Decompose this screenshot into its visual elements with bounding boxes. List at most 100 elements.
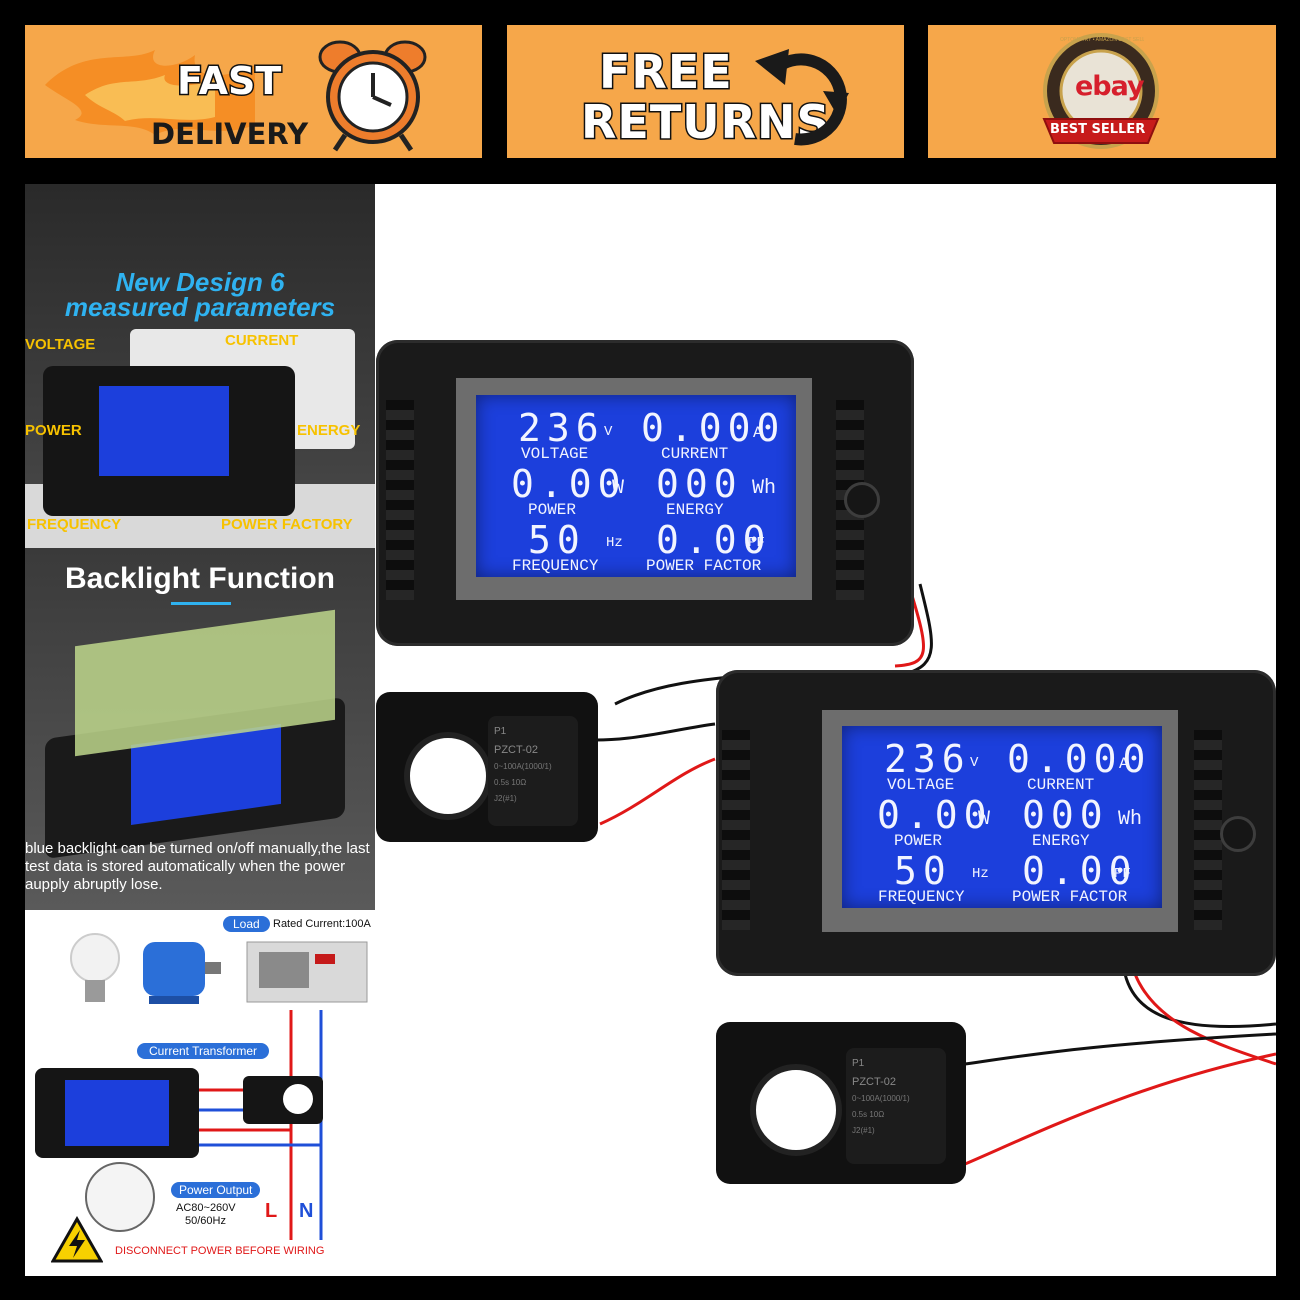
- line-n-label: N: [299, 1200, 314, 1222]
- ct-label-panel: P1 PZCT-02 0~100A(1000/1) 0.5s 10Ω J2(#1…: [488, 716, 578, 826]
- ebay-best-seller-banner: ebay BEST SELLER OPTOMETRY • AMAZON BEST…: [928, 25, 1276, 158]
- meter-vent-left: [386, 400, 414, 600]
- callout-energy: ENERGY: [297, 422, 361, 439]
- current-transformer-tag: Current Transformer: [137, 1043, 270, 1059]
- returns-text: RETURNS: [580, 94, 832, 151]
- ct-accuracy: 0.5s 10Ω: [494, 778, 527, 787]
- energy-label: ENERGY: [666, 501, 724, 519]
- power-factor-unit: PF: [1114, 866, 1131, 882]
- best-seller-ribbon: BEST SELLER: [1050, 122, 1146, 137]
- voltage-unit: V: [604, 424, 613, 440]
- cnc-machine-icon: [246, 941, 368, 1003]
- ct-batch: J2(#1): [852, 1126, 875, 1135]
- power-value: 0.00: [877, 793, 993, 837]
- voltage-unit: V: [970, 755, 979, 771]
- voltage-label: VOLTAGE: [521, 445, 589, 463]
- wiring-ct-ring: [283, 1084, 313, 1114]
- power-label: POWER: [894, 832, 943, 850]
- connector-detail: [85, 1162, 155, 1232]
- parameters-heading-1: New Design 6: [115, 267, 285, 297]
- current-unit: A: [753, 424, 763, 442]
- return-arrow-icon: [755, 49, 849, 146]
- ebay-seal-icon: [1042, 33, 1160, 149]
- voltage-value: 236: [518, 406, 605, 450]
- light-bulb-icon: [70, 933, 120, 1002]
- power-factor-label: POWER FACTOR: [646, 557, 762, 575]
- frequency-value: 50: [528, 518, 586, 562]
- frequency-unit: Hz: [606, 535, 623, 551]
- callout-current: CURRENT: [225, 332, 299, 349]
- parameters-heading-2: measured parameters: [64, 292, 336, 322]
- voltage-value: 236: [884, 737, 971, 781]
- energy-unit: Wh: [752, 477, 777, 500]
- panel-backlight: Backlight Function blue backlight can be…: [25, 548, 375, 910]
- current-label: CURRENT: [1027, 776, 1095, 794]
- power-label: POWER: [528, 501, 577, 519]
- current-transformer-top: P1 PZCT-02 0~100A(1000/1) 0.5s 10Ω J2(#1…: [376, 692, 598, 842]
- energy-value: 000: [1022, 793, 1109, 837]
- energy-label: ENERGY: [1032, 832, 1090, 850]
- flame-icon: [45, 50, 255, 135]
- meter-top: 236 V VOLTAGE 0.000 A CURRENT 0.00 W POW…: [376, 340, 914, 646]
- ct-range: 0~100A(1000/1): [852, 1094, 910, 1103]
- ct-label-panel: P1 PZCT-02 0~100A(1000/1) 0.5s 10Ω J2(#1…: [846, 1048, 946, 1164]
- frequency-label: FREQUENCY: [512, 557, 599, 575]
- wiring-mini-lcd: [65, 1080, 169, 1146]
- current-value: 0.000: [1007, 737, 1152, 781]
- backlight-button[interactable]: [1220, 816, 1256, 852]
- meter-bottom: 236 V VOLTAGE 0.000 A CURRENT 0.00 W POW…: [716, 670, 1276, 976]
- meter-vent-left: [722, 730, 750, 930]
- callout-power: POWER: [25, 422, 82, 439]
- energy-unit: Wh: [1118, 808, 1143, 831]
- power-output-tag: Power Output: [171, 1182, 261, 1198]
- title-underline: [171, 602, 231, 605]
- line-l-label: L: [265, 1200, 278, 1222]
- mini-meter: [43, 366, 295, 516]
- ct-ring: [404, 732, 492, 820]
- backlight-title: Backlight Function: [65, 562, 335, 595]
- power-unit: W: [612, 477, 625, 500]
- callout-power-factory: POWER FACTORY: [221, 516, 353, 533]
- wiring-mini-meter: [35, 1068, 199, 1158]
- ac-frequency: 50/60Hz: [185, 1215, 226, 1227]
- meter-vent-right: [1194, 730, 1222, 930]
- fast-delivery-banner: FAST DELIVERY: [25, 25, 482, 158]
- power-unit: W: [978, 808, 991, 831]
- wiring-warning: DISCONNECT POWER BEFORE WIRING: [115, 1245, 325, 1257]
- callout-frequency: FREQUENCY: [27, 516, 122, 533]
- mini-lcd: [99, 386, 229, 476]
- ct-range: 0~100A(1000/1): [494, 762, 552, 771]
- motor-icon: [143, 942, 221, 1004]
- power-factor-value: 0.00: [1022, 849, 1138, 893]
- ebay-logo: ebay: [1075, 71, 1145, 102]
- backlight-description: blue backlight can be turned on/off manu…: [25, 840, 370, 893]
- ct-ring: [750, 1064, 842, 1156]
- frequency-value: 50: [894, 849, 952, 893]
- power-factor-value: 0.00: [656, 518, 772, 562]
- voltage-label: VOLTAGE: [887, 776, 955, 794]
- callout-voltage: VOLTAGE: [25, 336, 96, 353]
- alarm-clock-icon: [318, 40, 427, 152]
- power-factor-label: POWER FACTOR: [1012, 888, 1128, 906]
- wiring-ct: [243, 1076, 323, 1124]
- ct-batch: J2(#1): [494, 794, 517, 803]
- panel-parameters: New Design 6 measured parameters VOLTAGE…: [25, 184, 375, 548]
- ct-model-p1: P1: [494, 726, 507, 737]
- lcd-screen-bottom: 236 V VOLTAGE 0.000 A CURRENT 0.00 W POW…: [842, 726, 1162, 908]
- backlight-button[interactable]: [844, 482, 880, 518]
- high-voltage-warning-icon: [51, 1216, 103, 1263]
- free-returns-banner: FREE RETURNS: [507, 25, 904, 158]
- lcd-screen-top: 236 V VOLTAGE 0.000 A CURRENT 0.00 W POW…: [476, 395, 796, 577]
- current-unit: A: [1119, 755, 1129, 773]
- ac-range: AC80~260V: [176, 1202, 236, 1214]
- ct-model-p1: P1: [852, 1058, 865, 1069]
- ct-accuracy: 0.5s 10Ω: [852, 1110, 885, 1119]
- current-value: 0.000: [641, 406, 786, 450]
- seal-ring-text: OPTOMETRY • AMAZON BEST SELLER • KINDLE: [1060, 37, 1144, 43]
- delivery-text: DELIVERY: [151, 117, 309, 151]
- load-tag: Load: [223, 916, 270, 932]
- energy-value: 000: [656, 462, 743, 506]
- rated-current: Rated Current:100A: [273, 918, 371, 930]
- panel-wiring: Load Rated Current:100A Current Transfor…: [25, 910, 375, 1276]
- free-text: FREE: [598, 44, 734, 101]
